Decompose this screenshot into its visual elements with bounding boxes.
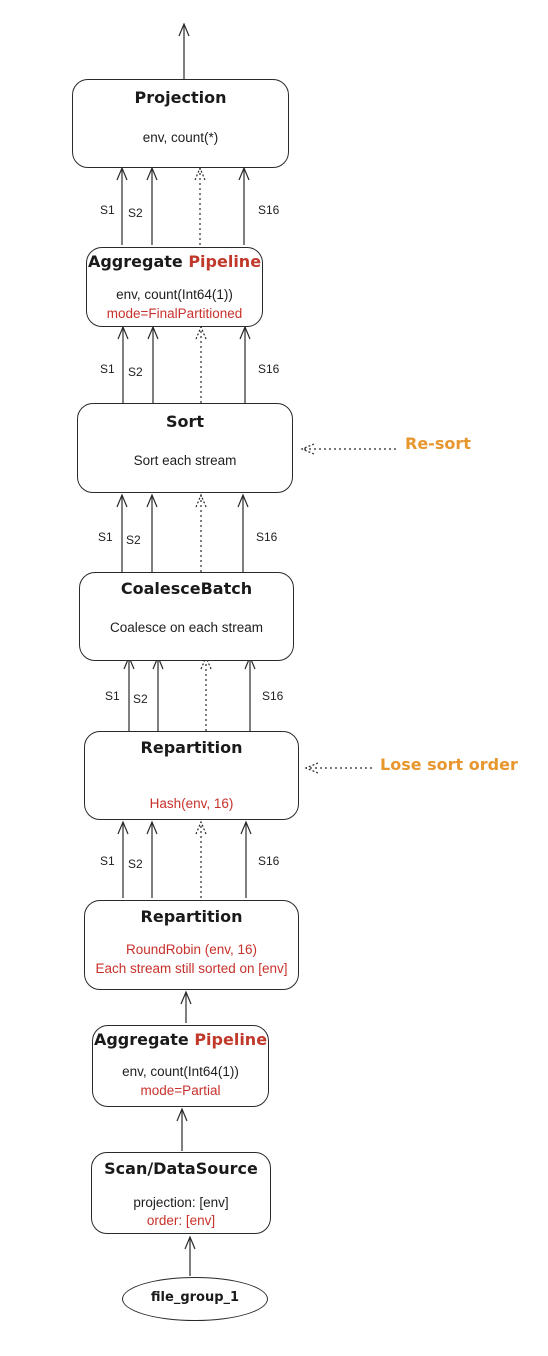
stream-arrow [237,493,249,572]
annotation-arrow [300,443,396,455]
node-title: Aggregate Pipeline [87,252,262,271]
node-title: Sort [165,412,205,431]
sort-node: Sort Sort each stream [77,403,293,493]
stream-label-s2: S2 [133,692,148,706]
node-title: Projection [134,88,227,107]
node-title-text: Aggregate [87,252,183,271]
stream-label-s16: S16 [258,854,280,868]
stream-label-s1: S1 [100,362,115,376]
node-detail-sort-note: Each stream still sorted on [env] [95,961,288,976]
stream-arrow [239,325,251,403]
stream-label-s16: S16 [256,530,278,544]
stream-arrow [244,655,256,731]
annotation-lose-sort-order: Lose sort order [380,755,518,774]
annotation-arrow [304,762,372,774]
node-title-text: Aggregate [93,1030,189,1049]
stream-arrow [200,655,212,731]
stream-arrow [116,493,128,572]
node-title: Aggregate Pipeline [93,1030,268,1049]
stream-label-s1: S1 [100,854,115,868]
node-title-accent: Pipeline [194,1030,268,1049]
stream-arrow [152,655,164,731]
projection-node: Projection env, count(*) [72,79,289,168]
aggregate-final-node: Aggregate Pipeline env, count(Int64(1)) … [86,247,263,327]
node-title: Repartition [140,907,243,926]
node-detail-order: order: [env] [146,1213,216,1228]
node-detail: env, count(Int64(1)) [116,287,233,302]
node-title: Repartition [140,738,243,757]
node-detail: env, count(*) [142,130,219,145]
node-detail-partitioning: RoundRobin (env, 16) [125,942,258,957]
stream-label-s2: S2 [126,533,141,547]
stream-arrow [147,325,159,403]
stream-label-s16: S16 [258,362,280,376]
stream-arrow [146,493,158,572]
stream-label-s1: S1 [98,530,113,544]
stream-arrow [195,820,207,898]
annotation-re-sort: Re-sort [405,434,471,453]
flow-arrow [180,990,192,1023]
stream-arrow [195,493,207,572]
output-arrow [178,22,190,79]
stream-arrow [238,166,250,245]
node-detail: Sort each stream [133,453,237,468]
node-title: Scan/DataSource [104,1159,258,1178]
coalesce-batch-node: CoalesceBatch Coalesce on each stream [79,572,294,661]
stream-label-s2: S2 [128,206,143,220]
stream-label-s16: S16 [262,689,284,703]
stream-label-s1: S1 [105,689,120,703]
flow-arrow [184,1235,196,1276]
repartition-hash-node: Repartition Hash(env, 16) [84,731,299,820]
stream-label-s1: S1 [100,203,115,217]
stream-arrow [116,166,128,245]
stream-label-s16: S16 [258,203,280,217]
stream-arrow [146,166,158,245]
stream-label-s2: S2 [128,857,143,871]
stream-arrow [195,325,207,403]
scan-datasource-node: Scan/DataSource projection: [env] order:… [91,1152,271,1234]
node-title-accent: Pipeline [188,252,262,271]
node-detail: env, count(Int64(1)) [122,1064,239,1079]
node-detail-partitioning: Hash(env, 16) [149,796,234,811]
stream-arrow [194,166,206,245]
file-group-source: file_group_1 [122,1277,268,1321]
aggregate-partial-node: Aggregate Pipeline env, count(Int64(1)) … [92,1025,269,1107]
node-detail-mode: mode=FinalPartitioned [106,306,243,321]
stream-arrow [240,820,252,898]
repartition-roundrobin-node: Repartition RoundRobin (env, 16) Each st… [84,900,299,990]
node-title: CoalesceBatch [120,579,253,598]
stream-arrow [117,820,129,898]
stream-arrow [146,820,158,898]
node-detail-mode: mode=Partial [140,1083,221,1098]
source-label: file_group_1 [150,1290,240,1305]
node-detail: projection: [env] [133,1195,229,1210]
node-detail: Coalesce on each stream [109,620,264,635]
flow-arrow [176,1107,188,1151]
stream-arrow [117,325,129,403]
stream-label-s2: S2 [128,365,143,379]
